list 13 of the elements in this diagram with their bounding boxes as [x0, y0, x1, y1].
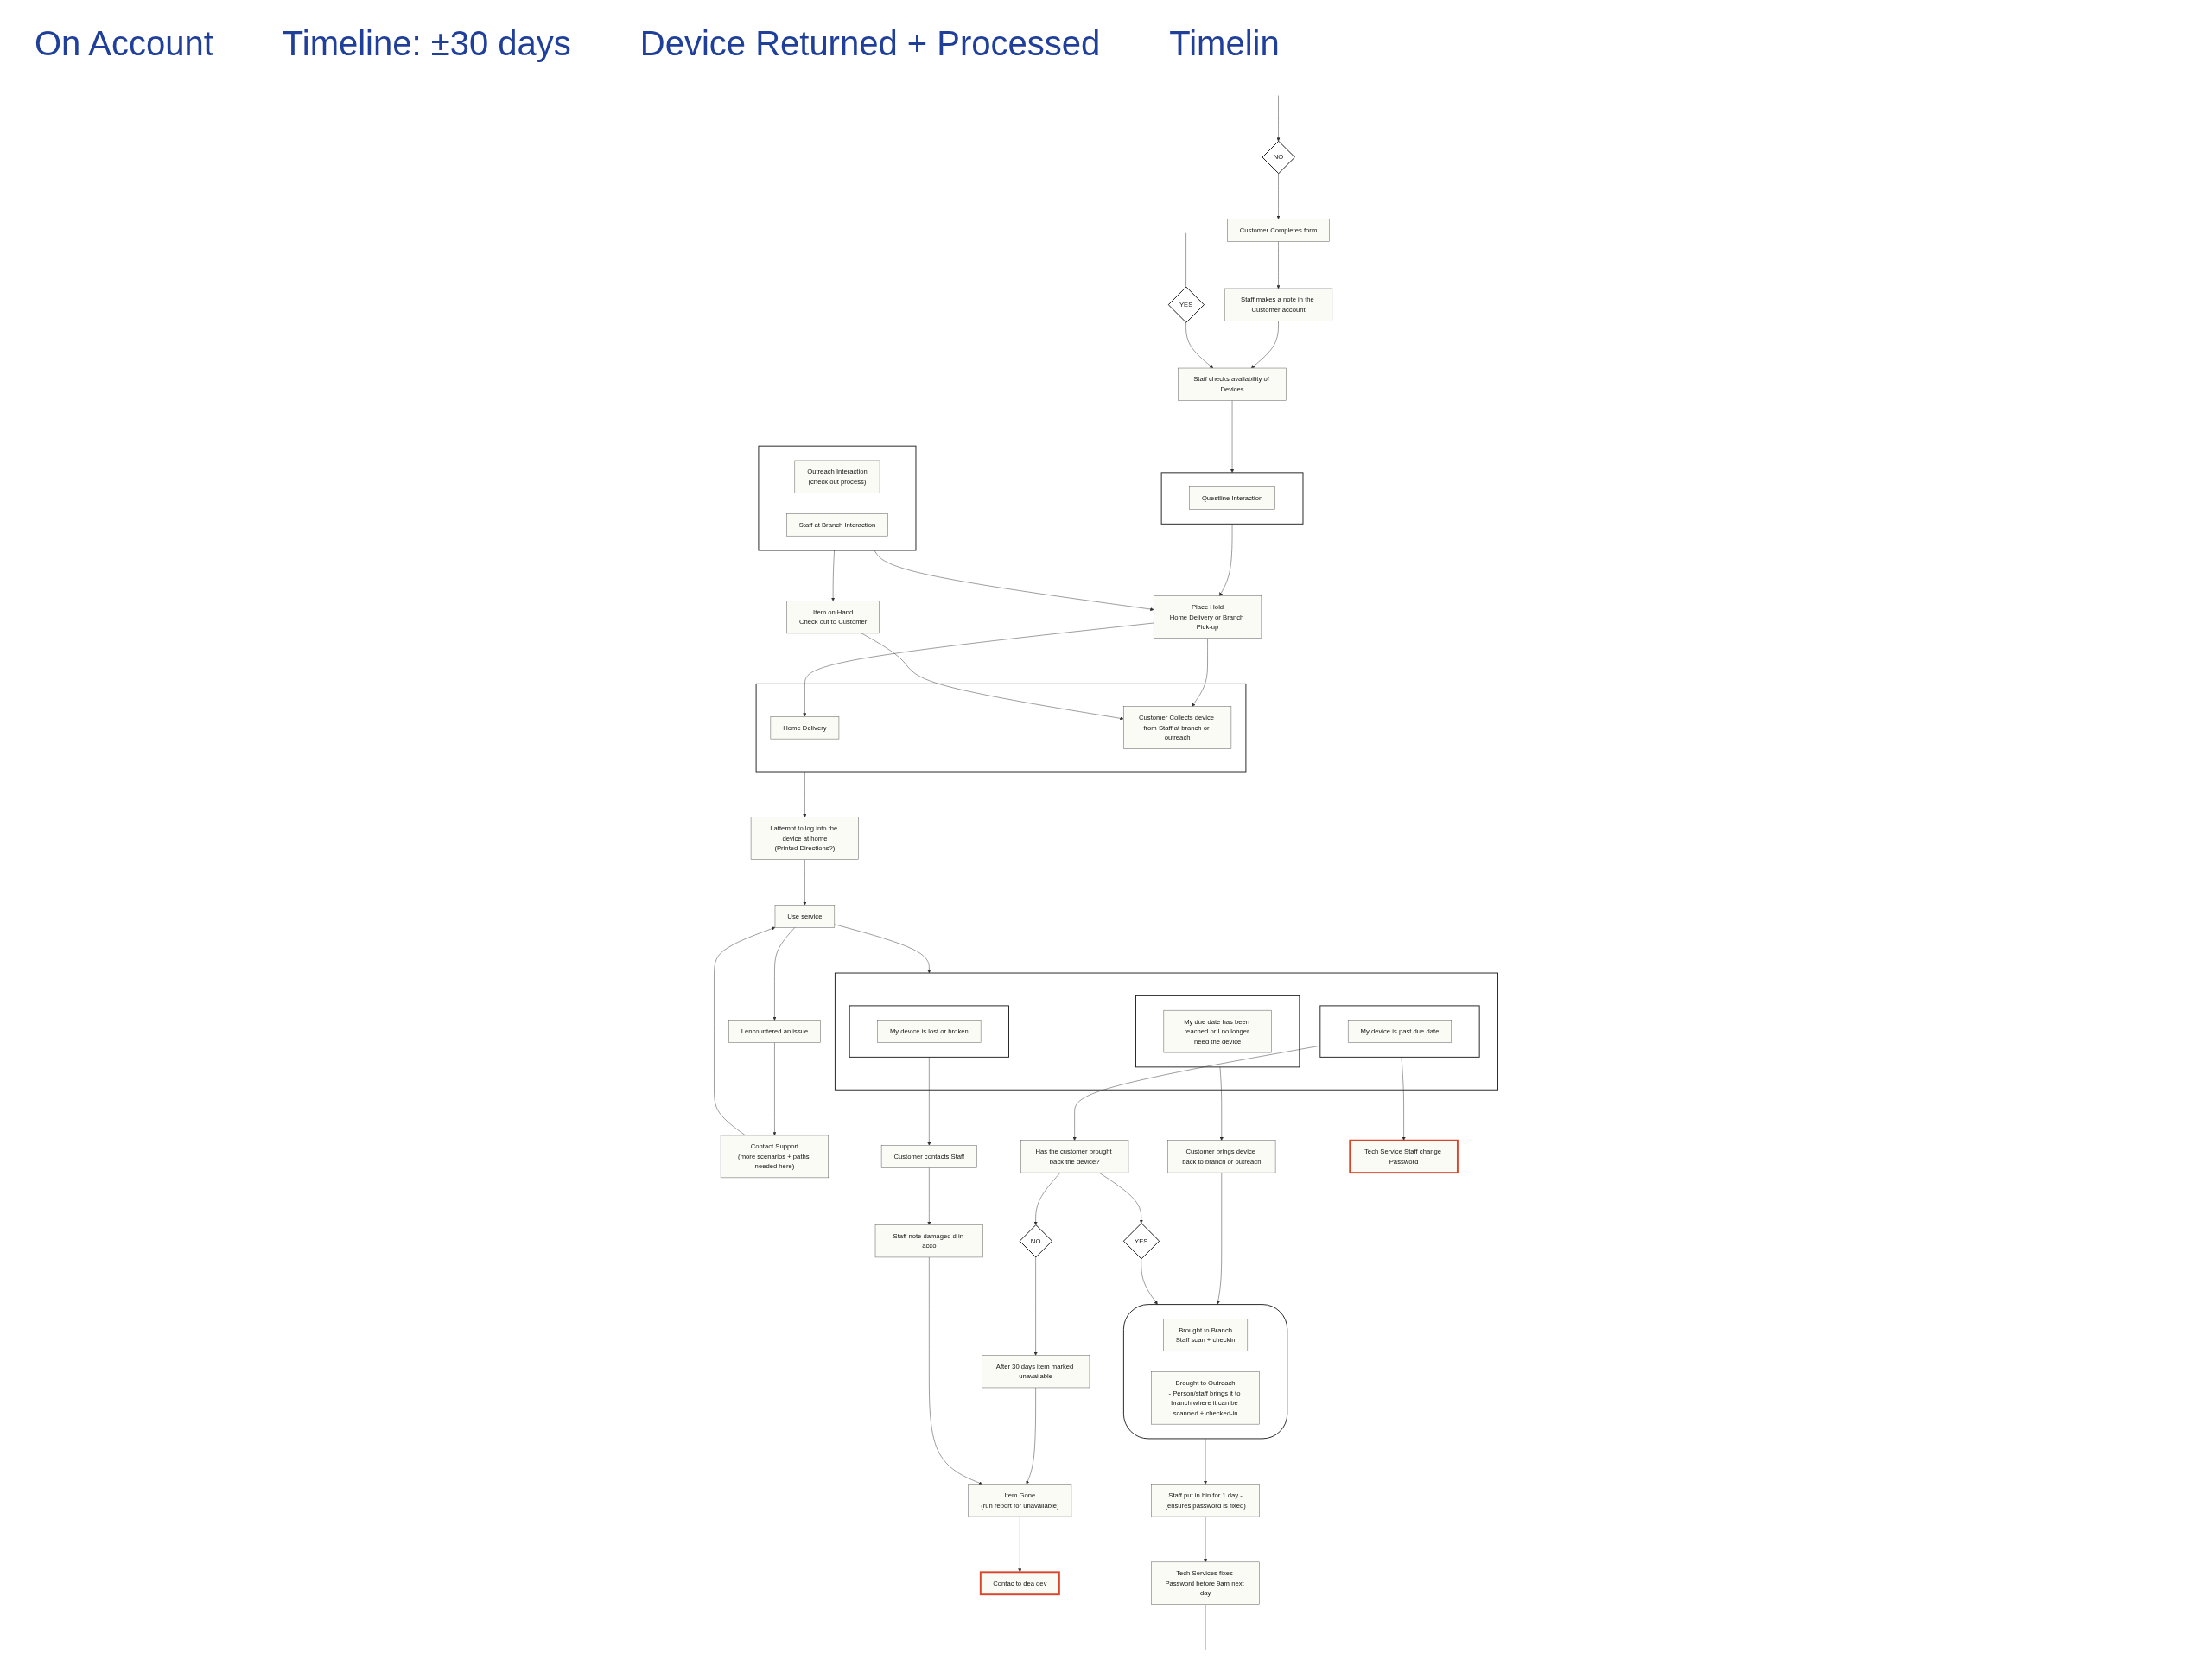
cluster — [758, 445, 917, 551]
cluster — [1122, 1304, 1288, 1440]
cluster — [1135, 995, 1300, 1068]
heading-text: Timelin — [1169, 23, 1280, 63]
heading-text: Timeline: ±30 days — [282, 23, 571, 63]
cluster — [849, 1005, 1009, 1058]
cluster — [755, 683, 1247, 773]
heading-text: Device Returned + Processed — [639, 23, 1101, 63]
heading-text: On Account — [35, 23, 213, 63]
cluster — [834, 972, 1498, 1091]
cluster — [1319, 1005, 1480, 1058]
cluster — [1160, 472, 1304, 525]
connector — [1185, 232, 1186, 288]
